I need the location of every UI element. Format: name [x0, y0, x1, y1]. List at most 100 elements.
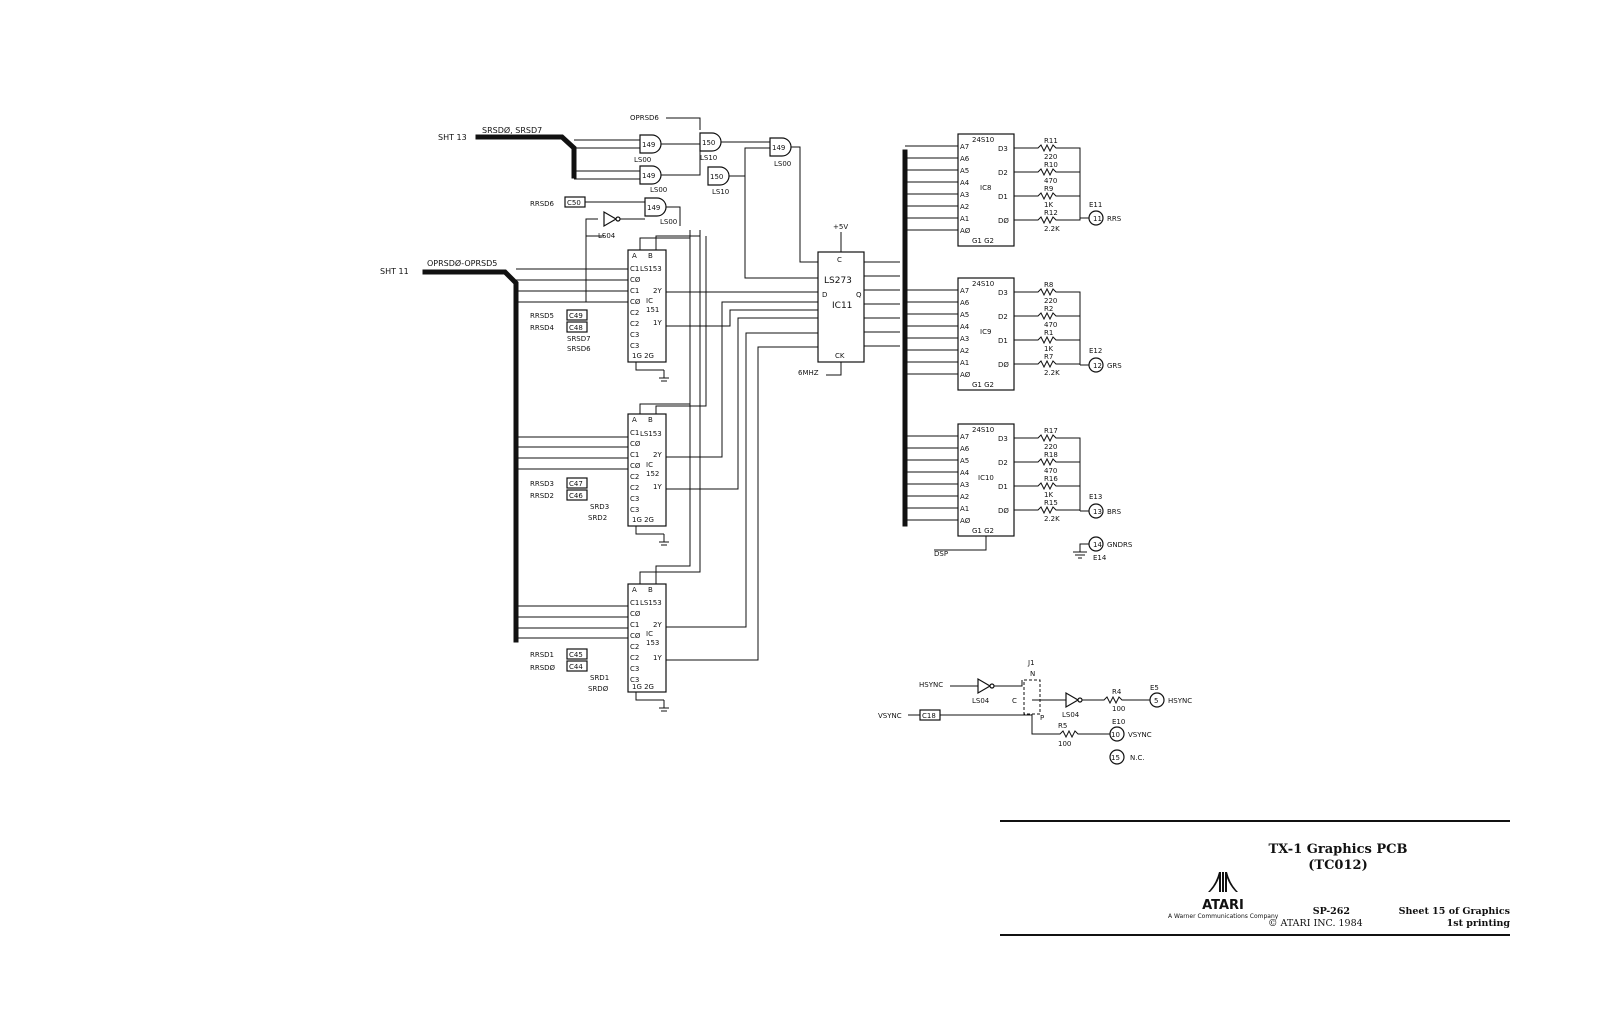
resistor-2-3	[1014, 505, 1081, 515]
mux-ic151-ic: IC	[646, 297, 653, 305]
prom-0-pin-d1: D1	[998, 193, 1008, 201]
resistor-2-1-value: 470	[1044, 467, 1057, 475]
wire-latch-clock	[826, 362, 842, 376]
pin-c0: CØ	[630, 276, 641, 284]
title-block-bottom-rule	[1000, 934, 1510, 936]
gate-2-label: 150	[702, 139, 715, 147]
pin-c0b: CØ	[630, 298, 641, 306]
wire-mux-inputs	[516, 236, 628, 639]
latch-pin-d: D	[822, 291, 827, 299]
pin-c2b: C2	[630, 654, 639, 662]
resistor-1-2	[1014, 335, 1081, 365]
pin-c3: C3	[630, 665, 639, 673]
output-grs: GRS	[1107, 362, 1122, 370]
cap-c48	[566, 321, 588, 333]
inverter-bubble	[615, 216, 621, 222]
resistor-1-1	[1014, 311, 1081, 365]
printing: 1st printing	[1446, 918, 1510, 929]
gate-nand-3	[769, 137, 792, 157]
prom-address-wires: A7A6A5A4A3A2A1AØD3D2D1DØA7A6A5A4A3A2A1AØ…	[905, 143, 1009, 525]
latch-ic11: C LS273 D Q IC11 CK	[817, 251, 865, 363]
wire-dsp	[934, 536, 987, 551]
prom-ic10-part: 24S10	[972, 426, 994, 434]
pad-e13	[1088, 503, 1104, 519]
label-hsync-in: HSYNC	[919, 681, 943, 689]
pin-c2: C2	[630, 473, 639, 481]
gate-nand-2	[699, 132, 722, 152]
pin-2y: 2Y	[653, 287, 662, 295]
pad-15-pin: 15	[1111, 754, 1120, 762]
prom-1-pin-d3: D3	[998, 289, 1008, 297]
pin-g: 1G 2G	[632, 352, 654, 360]
resistor-1-3	[1014, 359, 1081, 369]
pin-c1b: C1	[630, 621, 639, 629]
label-j1-n: N	[1030, 670, 1035, 678]
label-rrsd5: RRSD5	[530, 312, 554, 320]
prom-2-pin-a6: A6	[960, 445, 970, 453]
brand-name: ATARI	[1202, 898, 1244, 913]
pad-e10	[1109, 726, 1125, 742]
label-c45: C45	[569, 651, 583, 659]
prom-0-pin-a1: A1	[960, 215, 969, 223]
label-rrsd3: RRSD3	[530, 480, 554, 488]
gate-3-label: 149	[772, 144, 785, 152]
label-c47: C47	[569, 480, 583, 488]
label-srsd6: SRSD6	[567, 345, 591, 353]
prom-2-pin-d2: D2	[998, 459, 1008, 467]
label-r4: R4	[1112, 688, 1122, 696]
pad-e11	[1088, 210, 1104, 226]
pad-e11-label: E11	[1089, 201, 1102, 209]
resistor-1-2-value: 1K	[1044, 345, 1053, 353]
mux-ic153: A B LS153 IC 153 C1 CØ C1 CØ C2 C2 C3 C3…	[627, 583, 667, 693]
pad-e13-label: E13	[1089, 493, 1102, 501]
inverter-out-part: LS04	[1062, 711, 1080, 719]
resistor-2-0-name: R17	[1044, 427, 1058, 435]
prom-1-pin-a4: A4	[960, 323, 970, 331]
atari-logo: ATARI A Warner Communications Company	[1168, 872, 1278, 920]
pad-e14-pin: 14	[1093, 541, 1102, 549]
brand-subtitle: A Warner Communications Company	[1168, 913, 1279, 920]
prom-ic8-g: G1 G2	[972, 237, 994, 245]
prom-0-pin-aø: AØ	[960, 227, 971, 235]
resistor-0-2	[1014, 191, 1081, 218]
title-block: TX-1 Graphics PCB (TC012) ATARI A Warner…	[1000, 820, 1510, 960]
output-nc: N.C.	[1130, 754, 1145, 762]
output-rrs: RRS	[1107, 215, 1122, 223]
label-oprsd6: OPRSD6	[630, 114, 659, 122]
latch-pin-c: C	[837, 256, 842, 264]
resistor-0-3-value: 2.2K	[1044, 225, 1060, 233]
output-vsync: VSYNC	[1128, 731, 1152, 739]
pin-b: B	[648, 252, 653, 260]
prom-1-pin-d1: D1	[998, 337, 1008, 345]
ground-mux	[659, 370, 669, 712]
pin-g: 1G 2G	[632, 516, 654, 524]
prom-ic8-body	[957, 133, 1015, 247]
prom-0-pin-dø: DØ	[998, 217, 1009, 225]
bus-label-oprsd: OPRSDØ-OPRSD5	[427, 258, 497, 268]
pad-e10-label: E10	[1112, 718, 1125, 726]
resistor-0-0	[1014, 143, 1081, 218]
pad-15	[1109, 749, 1125, 765]
bus-label-srsd: SRSDØ, SRSD7	[482, 125, 542, 135]
inverter-vsync	[1065, 691, 1080, 709]
prom-0-pin-a5: A5	[960, 167, 969, 175]
prom-2-pin-a4: A4	[960, 469, 970, 477]
resistor-2-1	[1014, 457, 1081, 511]
resistor-2-1-name: R18	[1044, 451, 1058, 459]
gate-5-part: LS10	[712, 188, 729, 196]
prom-1-pin-a1: A1	[960, 359, 969, 367]
prom-ic8-part: 24S10	[972, 136, 994, 144]
label-srd3: SRD3	[590, 503, 609, 511]
pin-a: A	[632, 416, 637, 424]
resistor-0-2-value: 1K	[1044, 201, 1053, 209]
resistor-2-2-value: 1K	[1044, 491, 1053, 499]
resistor-2-3-name: R15	[1044, 499, 1058, 507]
label-clk: 6MHZ	[798, 369, 819, 377]
resistor-networks: R11220R10470R91KR122.2KR8220R2470R11KR72…	[1014, 137, 1089, 523]
doc-meta-left: SP-262	[1300, 906, 1350, 918]
resistor-0-0-name: R11	[1044, 137, 1058, 145]
prom-1-pin-aø: AØ	[960, 371, 971, 379]
resistor-1-0	[1014, 287, 1081, 365]
latch-pin-ck: CK	[835, 352, 845, 360]
